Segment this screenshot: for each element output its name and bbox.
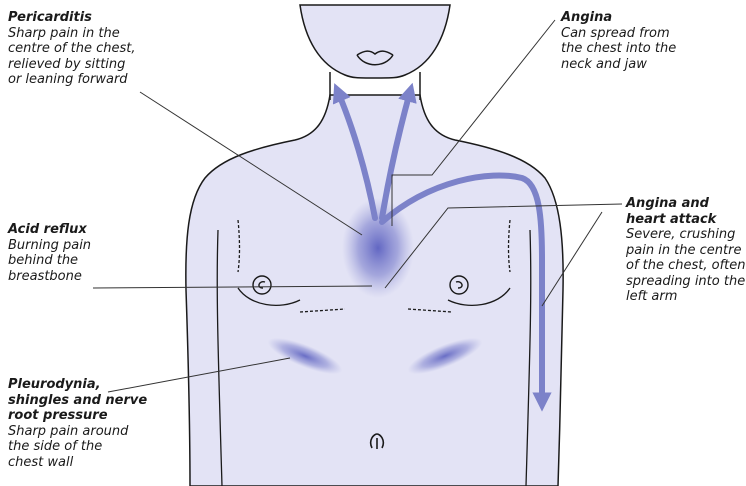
label-angina-text: Can spread from the chest into the neck … [561, 26, 676, 73]
neck-outline [300, 5, 450, 78]
label-heart-attack-text: Severe, crushing pain in the centre of t… [626, 227, 746, 305]
left-nipple [253, 276, 271, 294]
label-angina: Angina Can spread from the chest into th… [561, 10, 676, 72]
label-angina-title: Angina [561, 10, 676, 26]
label-pericarditis: Pericarditis Sharp pain in the centre of… [8, 10, 135, 88]
label-acid-reflux-title: Acid reflux [8, 222, 91, 238]
label-pericarditis-text: Sharp pain in the centre of the chest, r… [8, 26, 135, 88]
label-heart-attack: Angina and heart attack Severe, crushing… [626, 196, 746, 305]
label-acid-reflux-text: Burning pain behind the breastbone [8, 238, 91, 285]
label-pleurodynia-title: Pleurodynia, shingles and nerve root pre… [8, 377, 147, 424]
central-chest-pain-area [342, 198, 414, 298]
label-heart-attack-title: Angina and heart attack [626, 196, 746, 227]
label-pericarditis-title: Pericarditis [8, 10, 135, 26]
right-nipple [450, 276, 468, 294]
label-pleurodynia: Pleurodynia, shingles and nerve root pre… [8, 377, 147, 470]
label-pleurodynia-text: Sharp pain around the side of the chest … [8, 424, 147, 471]
label-acid-reflux: Acid reflux Burning pain behind the brea… [8, 222, 91, 284]
